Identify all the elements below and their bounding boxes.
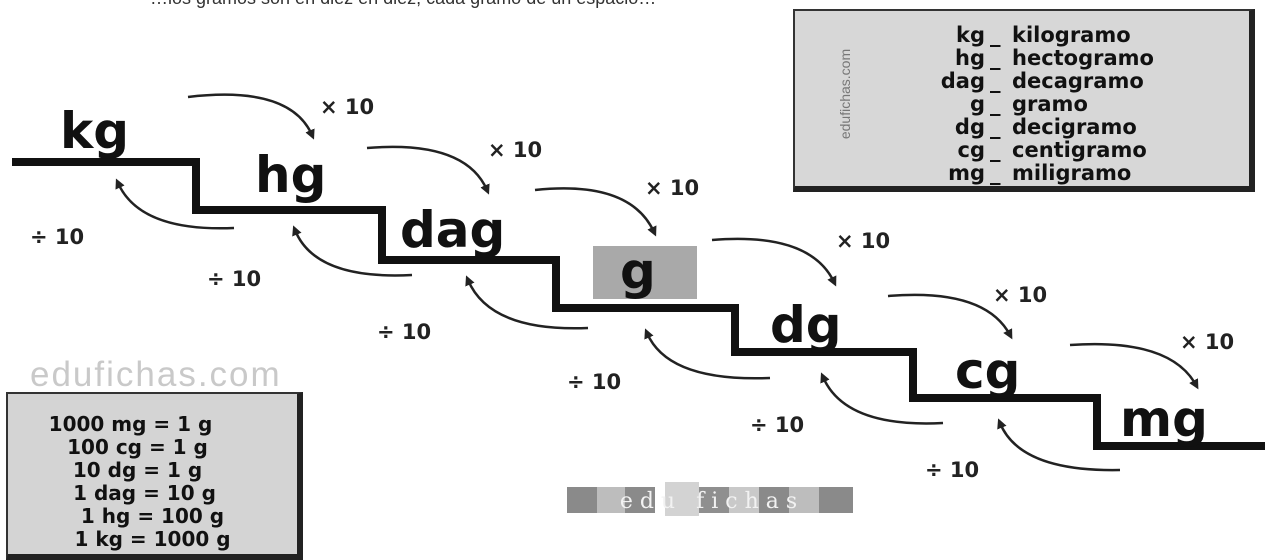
multiply-arrow-1: [187, 93, 315, 140]
legend-separator: _: [990, 46, 1001, 70]
unit-kg: kg: [60, 102, 130, 160]
divide-arrow-4: [644, 328, 771, 380]
divide-label: ÷ 10: [207, 267, 262, 291]
legend-separator: _: [990, 23, 1001, 47]
unit-dag: dag: [400, 201, 506, 259]
multiply-label: × 10: [993, 283, 1048, 307]
multiply-arrow-4: [711, 237, 837, 287]
equivalence-row: 1 kg = 1000 g: [74, 527, 231, 551]
legend-name: hectogramo: [1012, 46, 1154, 70]
divide-label: ÷ 10: [925, 458, 980, 482]
divide-label: ÷ 10: [567, 370, 622, 394]
multiply-arrow-6: [1069, 342, 1199, 390]
legend-abbr: hg: [955, 46, 985, 70]
legend-separator: _: [990, 115, 1001, 139]
legend-abbr: cg: [957, 138, 985, 162]
site-watermark: edufichas.com: [30, 355, 282, 394]
multiply-label: × 10: [645, 176, 700, 200]
unit-hg: hg: [255, 146, 327, 204]
equivalences-box: 1000 mg = 1 g 100 cg = 1 g 10 dg = 1 g 1…: [6, 392, 303, 560]
legend-row: dg _ decigramo: [835, 115, 1255, 139]
multiply-label: × 10: [488, 138, 543, 162]
legend-row: mg _ miligramo: [835, 161, 1255, 185]
divide-arrow-1: [115, 178, 235, 230]
svg-text:edu fichas: edu fichas: [620, 489, 804, 514]
legend-name: gramo: [1012, 92, 1088, 116]
edufichas-logo: edu fichas: [567, 482, 853, 516]
equivalence-row: 10 dg = 1 g: [72, 458, 203, 482]
equivalence-row: 1000 mg = 1 g: [48, 412, 213, 436]
top-caption: …los gramos son en diez en diez, cada gr…: [150, 0, 656, 9]
legend-abbr: mg: [948, 161, 985, 185]
unit-dg: dg: [770, 296, 842, 354]
legend-row: dag _ decagramo: [835, 69, 1255, 93]
divide-arrow-6: [997, 418, 1121, 472]
divide-arrow-3: [465, 275, 589, 330]
legend-abbr: kg: [956, 23, 985, 47]
divide-arrow-2: [292, 225, 413, 277]
legend-separator: _: [990, 69, 1001, 93]
equivalence-row: 100 cg = 1 g: [67, 435, 208, 459]
legend-row: kg _ kilogramo: [835, 23, 1255, 47]
divide-label: ÷ 10: [377, 320, 432, 344]
staircase-line: [12, 158, 1265, 450]
unit-cg: cg: [955, 342, 1021, 400]
multiply-arrow-3: [534, 187, 657, 237]
legend-row: hg _ hectogramo: [835, 46, 1255, 70]
unit-g: g: [620, 242, 656, 300]
legend-name: miligramo: [1012, 161, 1132, 185]
legend-name: decagramo: [1012, 69, 1144, 93]
legend-abbr: g: [969, 92, 985, 116]
divide-arrow-5: [820, 372, 944, 425]
legend-box: edufichas.com kg _ kilogramo hg _ hectog…: [793, 9, 1255, 192]
legend-separator: _: [990, 161, 1001, 185]
legend-name: centigramo: [1012, 138, 1147, 162]
multiply-arrow-2: [366, 145, 490, 195]
multiply-label: × 10: [320, 95, 375, 119]
equivalence-row: 1 hg = 100 g: [80, 504, 225, 528]
gram-highlight: [593, 246, 697, 299]
multiply-label: × 10: [1180, 330, 1235, 354]
unit-mg: mg: [1120, 390, 1208, 448]
multiply-label: × 10: [836, 229, 891, 253]
multiply-arrow-5: [887, 293, 1013, 340]
legend-separator: _: [990, 92, 1001, 116]
legend-name: kilogramo: [1012, 23, 1131, 47]
equivalence-row: 1 dag = 10 g: [73, 481, 216, 505]
legend-abbr: dg: [954, 115, 985, 139]
legend-row: g _ gramo: [835, 92, 1255, 116]
legend-abbr: dag: [940, 69, 985, 93]
divide-label: ÷ 10: [30, 225, 85, 249]
legend-separator: _: [990, 138, 1001, 162]
legend-row: cg _ centigramo: [835, 138, 1255, 162]
divide-label: ÷ 10: [750, 413, 805, 437]
legend-name: decigramo: [1012, 115, 1137, 139]
